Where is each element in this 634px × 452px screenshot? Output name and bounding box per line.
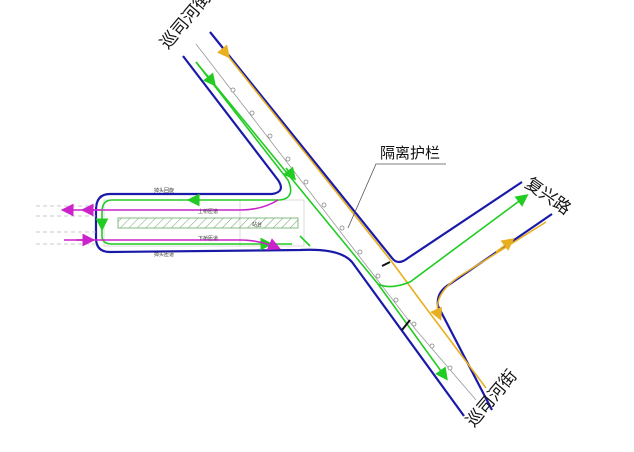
yellow-lane-nw <box>217 44 487 389</box>
south-street-label: 巡司河街 <box>463 366 522 431</box>
guardrail-marks <box>381 261 411 331</box>
yellow-lanes <box>217 44 547 389</box>
guardrail-leader <box>347 163 446 229</box>
east-road-label: 复兴路 <box>521 174 574 220</box>
lower-ramp-label: 下桥匝道 <box>198 235 218 242</box>
guardrail-label: 隔离护栏 <box>380 144 440 162</box>
magenta-upper <box>60 199 279 217</box>
upper-ramp-label: 上桥匝道 <box>198 208 218 215</box>
centerline-markers <box>230 87 453 371</box>
magenta-lanes <box>60 199 281 250</box>
platform-label: 站台 <box>252 221 262 228</box>
nw-arm-left-edge <box>94 55 465 417</box>
north-street-label: 巡司河街 <box>157 0 216 53</box>
green-lane-nw-to-spur <box>101 61 292 245</box>
lower-ramp-bottom-label: 掉头匝道 <box>154 251 174 258</box>
green-lane-east <box>377 194 529 288</box>
upper-ramp-top-label: 掉头回旋 <box>154 187 174 194</box>
nw-arm-right-edge <box>209 31 523 264</box>
yellow-lane-east <box>430 221 547 321</box>
west-spur-guides <box>36 205 96 245</box>
green-lanes <box>101 61 529 381</box>
platform-hatch <box>117 217 299 229</box>
magenta-lower <box>64 238 281 250</box>
